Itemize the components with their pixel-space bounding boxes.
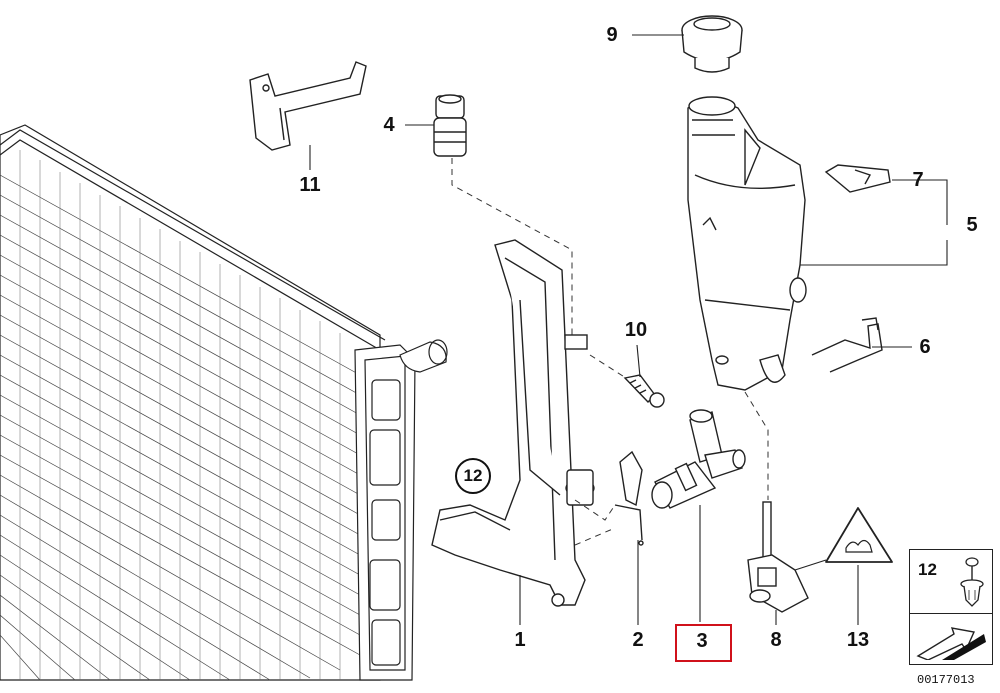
cap-9 [681,15,743,73]
document-number: 00177013 [917,673,975,687]
grommet-4 [433,94,467,157]
callout-4: 4 [383,114,395,136]
callout-7: 7 [912,169,924,191]
warning-label-13 [825,507,893,563]
rivet-icon [960,557,984,607]
radiator [0,124,448,681]
callout-5: 5 [966,214,978,236]
highlight-box [675,624,732,662]
callout-6: 6 [919,336,931,358]
assembly-lines [451,158,769,546]
leader-lines [309,34,948,625]
clip-2 [614,450,644,546]
callout-3: 3 [696,630,708,652]
callout-8: 8 [770,629,782,651]
expansion-tank-5 [687,96,807,391]
legend-item-number: 12 [918,560,937,579]
callout-9: 9 [606,24,618,46]
callout-10: 10 [624,319,648,341]
arrow-icon [916,627,986,660]
hose-connector-3 [651,409,746,509]
callout-13: 13 [846,629,870,651]
callout-2: 2 [632,629,644,651]
callout-1: 1 [514,629,526,651]
legend-arrow-box [909,613,993,665]
sensor-8 [747,501,809,613]
callout-11: 11 [299,174,321,196]
legend-item-box: 12 [909,549,993,614]
circled-ref-12: 12 [455,458,491,494]
clip-7 [824,164,891,193]
screw-10 [623,374,665,408]
bracket-11 [249,61,367,151]
wire-clip-6 [811,317,883,373]
bracket-1 [431,239,595,607]
